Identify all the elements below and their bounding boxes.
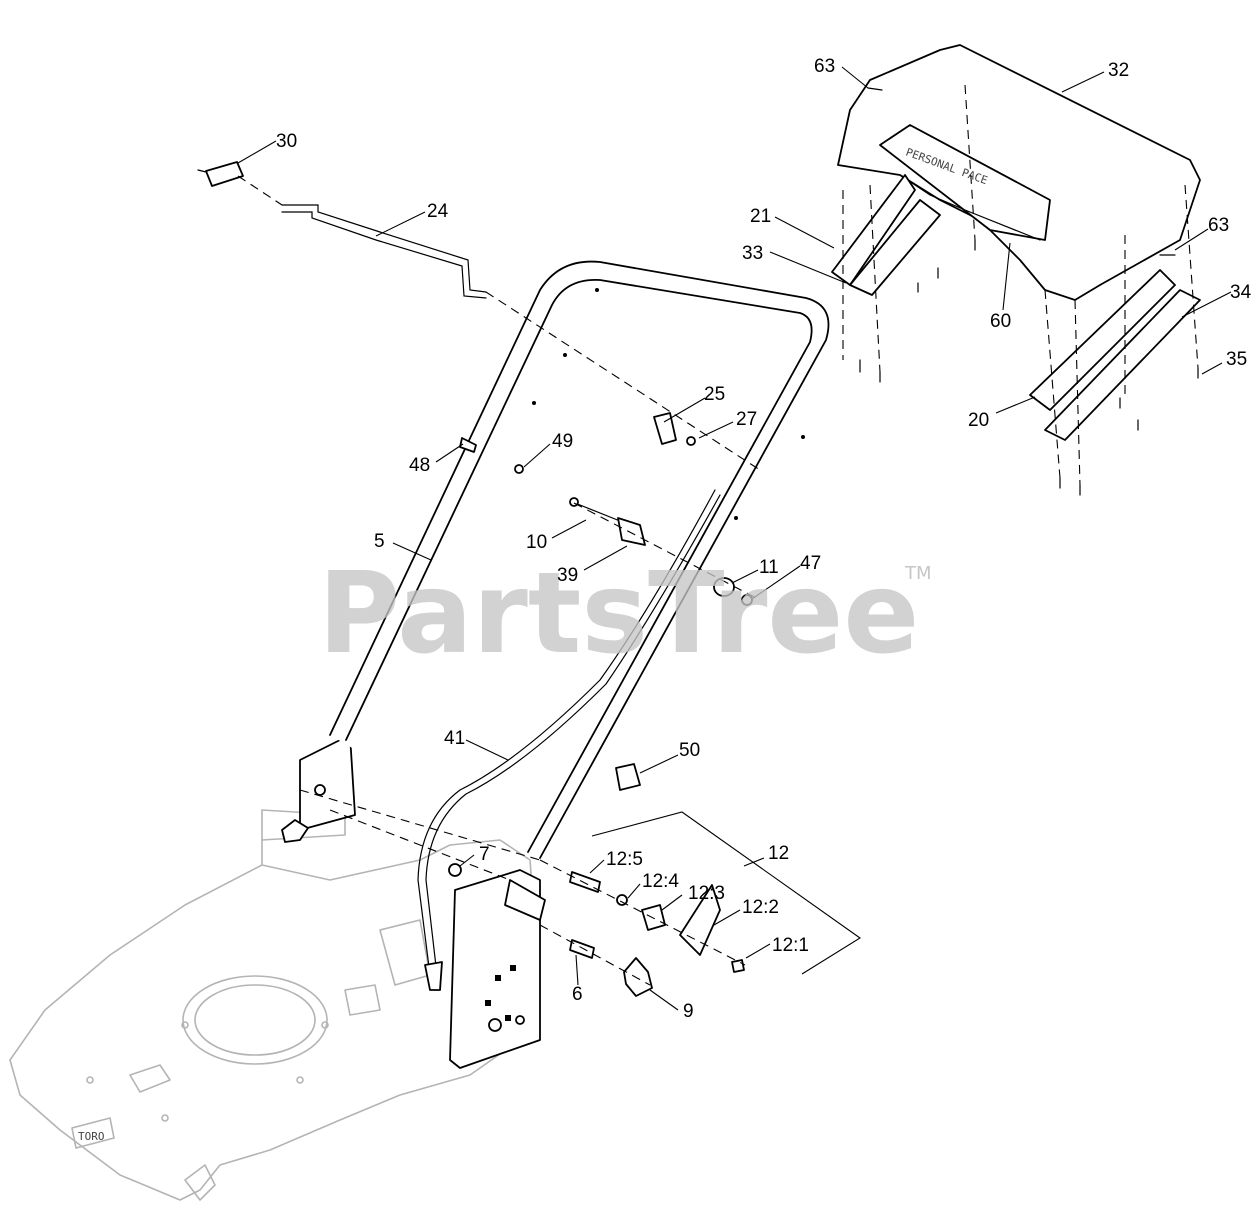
callout-25: 25	[704, 384, 725, 405]
control-cable	[417, 489, 721, 991]
callout-34: 34	[1230, 282, 1252, 303]
right-trim	[1029, 269, 1201, 441]
screws	[859, 87, 1199, 496]
callout-5: 5	[374, 531, 385, 552]
callout-39: 39	[557, 565, 578, 586]
callout-12-1: 12:1	[772, 935, 809, 956]
callout-63-right: 63	[1208, 215, 1229, 236]
callout-7: 7	[479, 844, 490, 865]
callout-49: 49	[552, 431, 573, 452]
callout-60: 60	[990, 311, 1011, 332]
callout-11: 11	[759, 557, 779, 578]
callout-33: 33	[742, 243, 763, 264]
callout-12-5: 12:5	[606, 849, 643, 870]
svg-text:TM: TM	[904, 563, 932, 584]
callout-27: 27	[736, 409, 757, 430]
toro-logo: TORO	[71, 1117, 115, 1149]
callout-24: 24	[427, 201, 449, 222]
alignment-lines	[237, 84, 1199, 986]
callout-20: 20	[968, 410, 989, 431]
callout-21: 21	[750, 206, 771, 227]
callout-9: 9	[683, 1001, 694, 1022]
leader-lines	[237, 66, 1232, 1011]
spring	[197, 161, 244, 187]
svg-text:PartsTree: PartsTree	[318, 549, 919, 679]
callout-12-4: 12:4	[642, 871, 679, 892]
callout-10: 10	[526, 532, 547, 553]
callout-12-3: 12:3	[688, 883, 725, 904]
callout-63-top: 63	[814, 56, 835, 77]
callout-12-2: 12:2	[742, 897, 779, 918]
callout-47: 47	[800, 553, 821, 574]
handle-cover: PERSONAL PACE	[837, 44, 1201, 301]
left-height-bracket	[281, 734, 356, 843]
hardware	[448, 412, 753, 997]
right-height-bracket	[449, 869, 541, 1069]
callout-48: 48	[409, 455, 430, 476]
callout-labels: 63 32 30 24 21 63 33 60 34 35 20 25 27 4…	[276, 56, 1252, 1022]
callout-6: 6	[572, 984, 583, 1005]
callout-12: 12	[768, 843, 789, 864]
lower-handle	[329, 260, 830, 921]
svg-text:TORO: TORO	[78, 1130, 105, 1143]
callout-41: 41	[444, 728, 465, 749]
callout-30: 30	[276, 131, 297, 152]
mower-deck: TORO	[9, 809, 541, 1201]
left-trim	[831, 174, 941, 296]
callout-35: 35	[1226, 349, 1247, 370]
control-rod	[281, 204, 487, 299]
callout-32: 32	[1108, 60, 1129, 81]
watermark: PartsTree TM	[318, 549, 932, 679]
callout-50: 50	[679, 740, 700, 761]
